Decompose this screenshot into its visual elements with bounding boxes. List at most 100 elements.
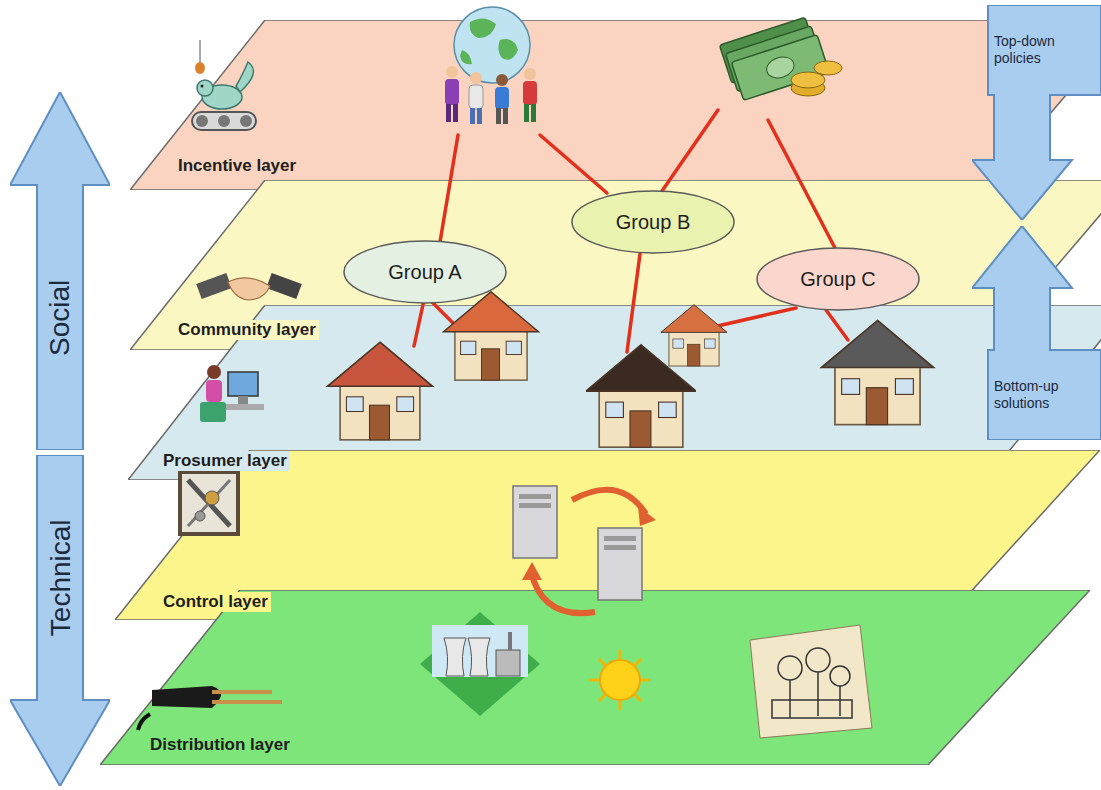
- server-icon: [522, 562, 542, 580]
- layer-label: Community layer: [175, 320, 319, 340]
- wind-plant-icon: [750, 625, 872, 738]
- wind-plant-icon: [772, 700, 852, 718]
- link-lines: [826, 310, 848, 340]
- link-lines: [540, 135, 607, 193]
- technical-arrow: Technical: [10, 455, 110, 786]
- houses: [586, 345, 696, 447]
- handshake-icon: [228, 278, 270, 300]
- money-icon: [719, 15, 829, 102]
- server-icon: [519, 503, 551, 508]
- wind-plant-icon: [839, 686, 841, 716]
- link-lines: [430, 300, 456, 326]
- group-label: Group B: [616, 210, 690, 234]
- plug-icon: [152, 686, 221, 708]
- computer-user-icon: [220, 404, 264, 410]
- globe-people-icon: [454, 7, 530, 83]
- globe-people-icon: [524, 68, 536, 80]
- sun-icon: [590, 650, 650, 710]
- money-icon: [725, 26, 823, 92]
- power-plant-icon: [420, 612, 540, 716]
- switchgear-icon: [205, 491, 219, 505]
- power-plant-icon: [508, 632, 512, 650]
- plug-icon: [138, 714, 150, 730]
- group-label: Group C: [800, 267, 876, 291]
- arrow-label: Technical: [43, 520, 77, 637]
- server-icon: [638, 506, 656, 526]
- globe-people-icon: [445, 79, 459, 105]
- server-icon: [572, 490, 646, 514]
- group-ellipse-shape: [572, 191, 734, 253]
- social-arrow: Social: [10, 92, 110, 450]
- arrow-shape: [972, 226, 1101, 440]
- switchgear-icon: [188, 480, 230, 526]
- link-lines: [414, 110, 848, 352]
- globe-people-icon: [531, 104, 536, 122]
- roller-toy-icon: [218, 115, 230, 127]
- globe-people-icon: [470, 72, 482, 84]
- globe-people-icon: [523, 81, 537, 105]
- globe-people-icon: [469, 85, 483, 109]
- server-icon: [604, 545, 636, 550]
- server-icon: [513, 486, 557, 558]
- layer-plane: [100, 590, 1090, 765]
- link-lines: [662, 110, 718, 191]
- globe-people-icon: [495, 87, 509, 109]
- wind-plant-icon: [830, 666, 850, 686]
- computer-user-icon: [200, 402, 226, 422]
- power-plant-icon: [444, 638, 466, 676]
- wind-plant-icon: [772, 648, 852, 718]
- roller-toy-icon: [197, 80, 213, 96]
- switchgear-icon: [180, 472, 238, 534]
- houses: [328, 292, 934, 447]
- social-arrow-outline: [10, 92, 110, 450]
- globe-people-icon: [445, 7, 537, 124]
- computer-user-icon: [228, 372, 258, 396]
- power-plant-icon: [420, 612, 540, 716]
- houses: [822, 320, 934, 424]
- layer-label: Distribution layer: [147, 735, 293, 755]
- link-lines: [627, 254, 640, 352]
- distribution-layer: Distribution layer: [100, 590, 1090, 765]
- sun-icon: [599, 659, 641, 701]
- handshake-icon: [196, 273, 302, 300]
- handshake-icon: [196, 273, 232, 299]
- solution-arrow: Bottom-up solutions: [972, 226, 1101, 440]
- group-ellipse-shape: [757, 248, 919, 310]
- computer-user-icon: [238, 396, 248, 404]
- roller-toy-icon: [195, 62, 205, 74]
- link-lines: [700, 308, 796, 330]
- globe-people-icon: [470, 108, 475, 124]
- roller-toy-icon: [240, 115, 252, 127]
- globe-people-icon: [453, 104, 458, 122]
- money-icon: [814, 61, 842, 75]
- layer-label: Incentive layer: [175, 156, 299, 176]
- link-lines: [414, 300, 424, 346]
- money-icon: [719, 15, 842, 102]
- sun-icon: [599, 659, 641, 701]
- globe-people-icon: [446, 66, 458, 78]
- roller-toy-icon: [192, 112, 256, 130]
- group-ellipse: Group B: [571, 190, 735, 254]
- arrow-shape: [972, 5, 1101, 220]
- sun-icon: [600, 660, 640, 700]
- arrow-shape: [10, 92, 110, 450]
- wind-plant-icon: [750, 625, 872, 738]
- power-plant-icon: [496, 650, 520, 676]
- houses: [444, 292, 539, 380]
- layer-label: Control layer: [160, 592, 271, 612]
- server-icon: [519, 494, 551, 499]
- sun-icon: [590, 679, 650, 682]
- group-ellipse: Group C: [756, 247, 920, 311]
- money-icon: [791, 72, 825, 88]
- computer-user-icon: [206, 380, 222, 402]
- money-icon: [719, 17, 817, 83]
- roller-toy-icon: [196, 115, 208, 127]
- plug-icon: [212, 690, 272, 694]
- globe-people-icon: [496, 74, 508, 86]
- wind-plant-icon: [817, 672, 819, 716]
- switchgear-icon: [188, 480, 230, 526]
- server-icon: [513, 486, 656, 613]
- globe-people-icon: [446, 104, 451, 122]
- sun-icon: [619, 650, 622, 710]
- houses: [661, 305, 727, 366]
